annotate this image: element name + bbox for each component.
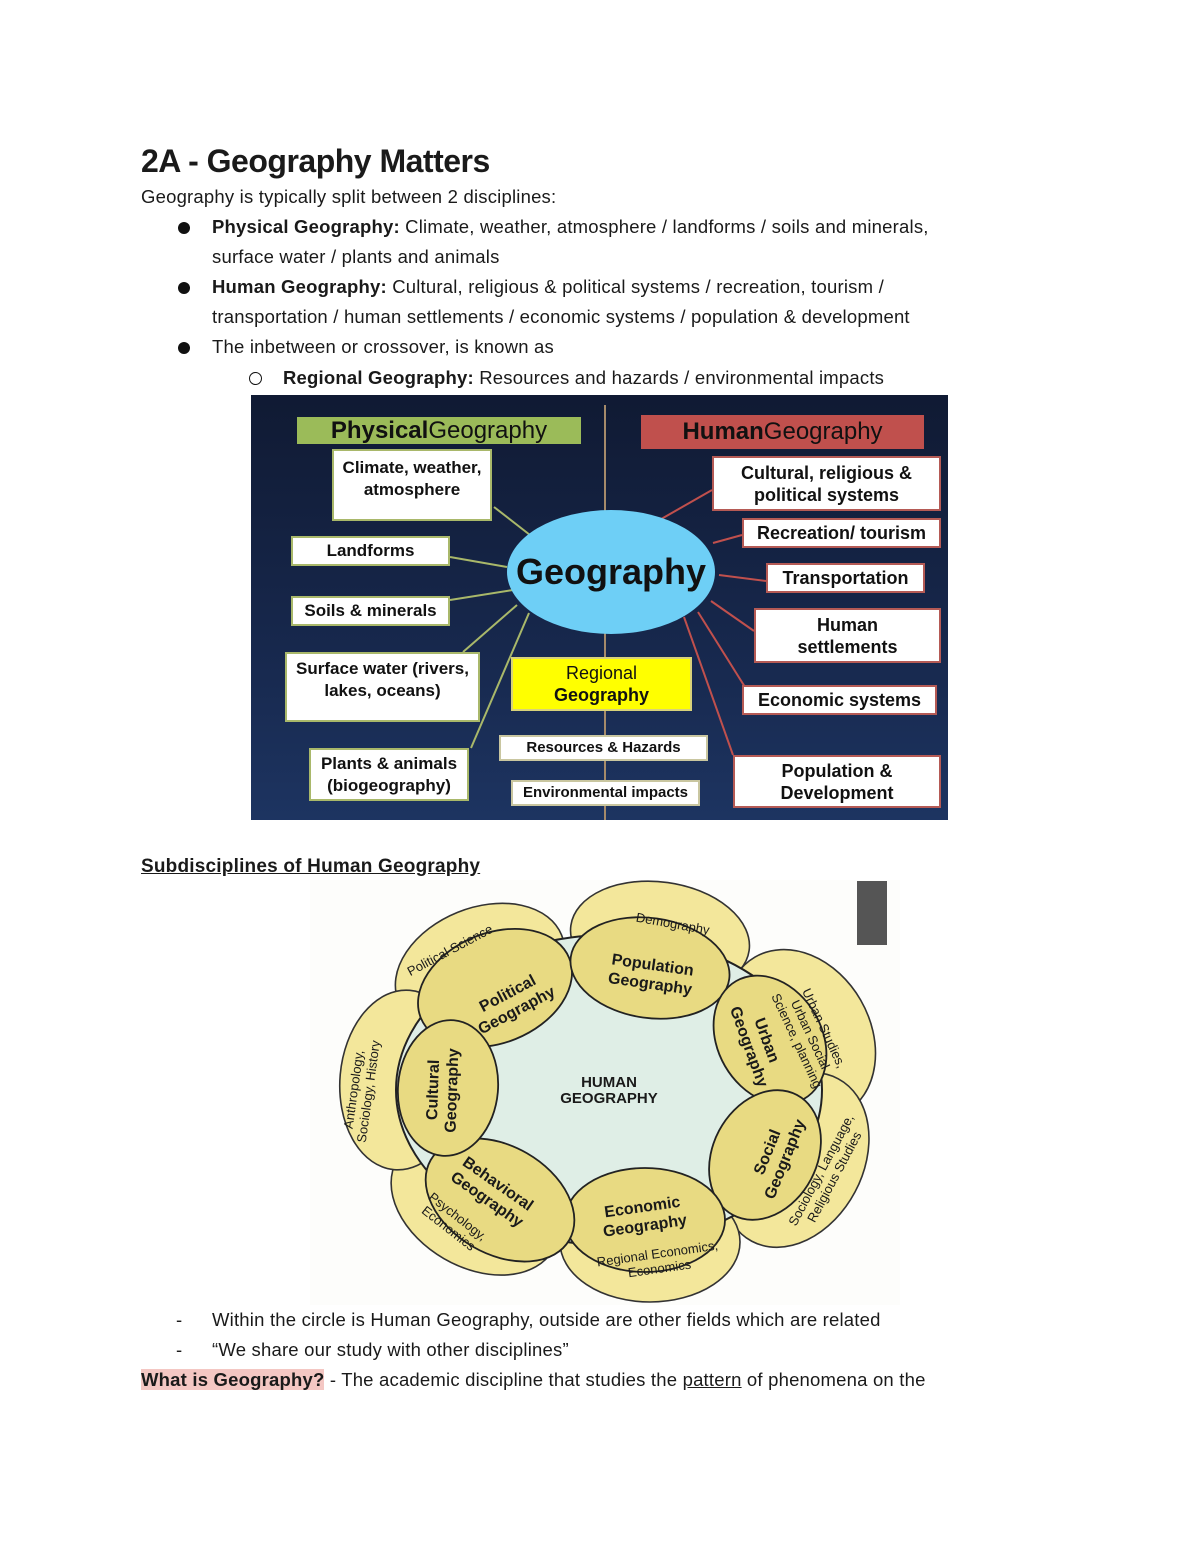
dash-bullet: - xyxy=(176,1339,183,1360)
bullet-physical-cont: surface water / plants and animals xyxy=(212,246,500,267)
sub-bullet-regional: Regional Geography: Resources and hazard… xyxy=(283,367,884,389)
connector xyxy=(449,589,514,601)
inner-ellipse-behavioral xyxy=(424,1137,576,1263)
video-thumbnail xyxy=(857,881,887,945)
box-soils: Soils & minerals xyxy=(291,596,450,626)
box-plants-animals: Plants & animals (biogeography) xyxy=(309,748,469,801)
connector xyxy=(493,506,531,536)
box-resources-hazards: Resources & Hazards xyxy=(499,735,708,761)
bullet-physical: Physical Geography: Climate, weather, at… xyxy=(212,216,929,238)
definition-underlined: pattern xyxy=(682,1369,742,1390)
definition-term: What is Geography? xyxy=(141,1369,325,1390)
connector xyxy=(683,616,734,756)
inner-label: Cultural xyxy=(424,1059,443,1120)
header-rest: Geography xyxy=(428,416,548,444)
dash-bullet: - xyxy=(176,1309,183,1330)
definition-text: - The academic discipline that studies t… xyxy=(324,1369,683,1390)
definition-line: What is Geography? - The academic discip… xyxy=(141,1369,926,1391)
bullet-icon xyxy=(178,342,190,354)
bullet-text: Cultural, religious & political systems … xyxy=(386,276,884,297)
header-bold: Human xyxy=(682,418,764,445)
note-2: “We share our study with other disciplin… xyxy=(212,1339,569,1360)
human-geography-header: Human Geography xyxy=(641,415,924,449)
bullet-human-cont: transportation / human settlements / eco… xyxy=(212,306,910,327)
box-economic-systems: Economic systems xyxy=(742,685,937,715)
bullet-label: Human Geography: xyxy=(212,276,387,297)
connector xyxy=(655,489,713,523)
connector xyxy=(470,612,530,749)
page-title: 2A - Geography Matters xyxy=(141,143,490,179)
bullet-human: Human Geography: Cultural, religious & p… xyxy=(212,276,884,298)
regional-line1: Regional xyxy=(565,663,638,683)
bullet-icon xyxy=(178,282,190,294)
connector xyxy=(712,534,743,544)
center-label-2: GEOGRAPHY xyxy=(560,1090,658,1107)
geography-diagram: Physical Geography Human Geography Geogr… xyxy=(251,395,948,820)
box-environmental-impacts: Environmental impacts xyxy=(511,780,700,806)
section-heading: Subdisciplines of Human Geography xyxy=(141,856,481,877)
geography-center-ellipse: Geography xyxy=(507,510,715,634)
inner-label: Geography xyxy=(443,1048,463,1133)
box-transportation: Transportation xyxy=(766,563,925,593)
box-recreation: Recreation/ tourism xyxy=(742,518,941,548)
connector xyxy=(697,611,751,696)
connector xyxy=(449,556,508,568)
box-climate: Climate, weather, atmosphere xyxy=(332,449,492,521)
regional-line2: Geography xyxy=(553,685,650,705)
box-population-development: Population & Development xyxy=(733,755,941,808)
box-human-settlements: Human settlements xyxy=(754,608,941,663)
connector xyxy=(462,604,518,653)
note-1: Within the circle is Human Geography, ou… xyxy=(212,1309,881,1330)
bullet-label: Regional Geography: xyxy=(283,367,474,388)
box-landforms: Landforms xyxy=(291,536,450,566)
box-cultural-systems: Cultural, religious & political systems xyxy=(712,456,941,511)
bullet-text: Resources and hazards / environmental im… xyxy=(473,367,885,388)
bullet-icon xyxy=(178,222,190,234)
definition-text-end: of phenomena on the xyxy=(741,1369,926,1390)
hollow-bullet-icon xyxy=(249,372,262,385)
physical-geography-header: Physical Geography xyxy=(297,417,581,444)
inner-ellipse-population xyxy=(569,916,731,1020)
bullet-text: Climate, weather, atmosphere / landforms… xyxy=(399,216,929,237)
box-surface-water: Surface water (rivers, lakes, oceans) xyxy=(285,652,480,722)
connector xyxy=(718,574,767,582)
header-rest: Geography xyxy=(763,418,883,445)
header-bold: Physical xyxy=(330,416,429,444)
inner-ellipse-social xyxy=(708,1089,822,1221)
bullet-label: Physical Geography: xyxy=(212,216,400,237)
connector xyxy=(710,600,755,632)
inner-ellipse-political xyxy=(417,927,573,1049)
center-label-1: HUMAN xyxy=(581,1074,637,1091)
intro-text: Geography is typically split between 2 d… xyxy=(141,186,557,207)
inner-ellipse-cultural xyxy=(396,1019,500,1157)
bullet-inbetween: The inbetween or crossover, is known as xyxy=(212,336,554,357)
